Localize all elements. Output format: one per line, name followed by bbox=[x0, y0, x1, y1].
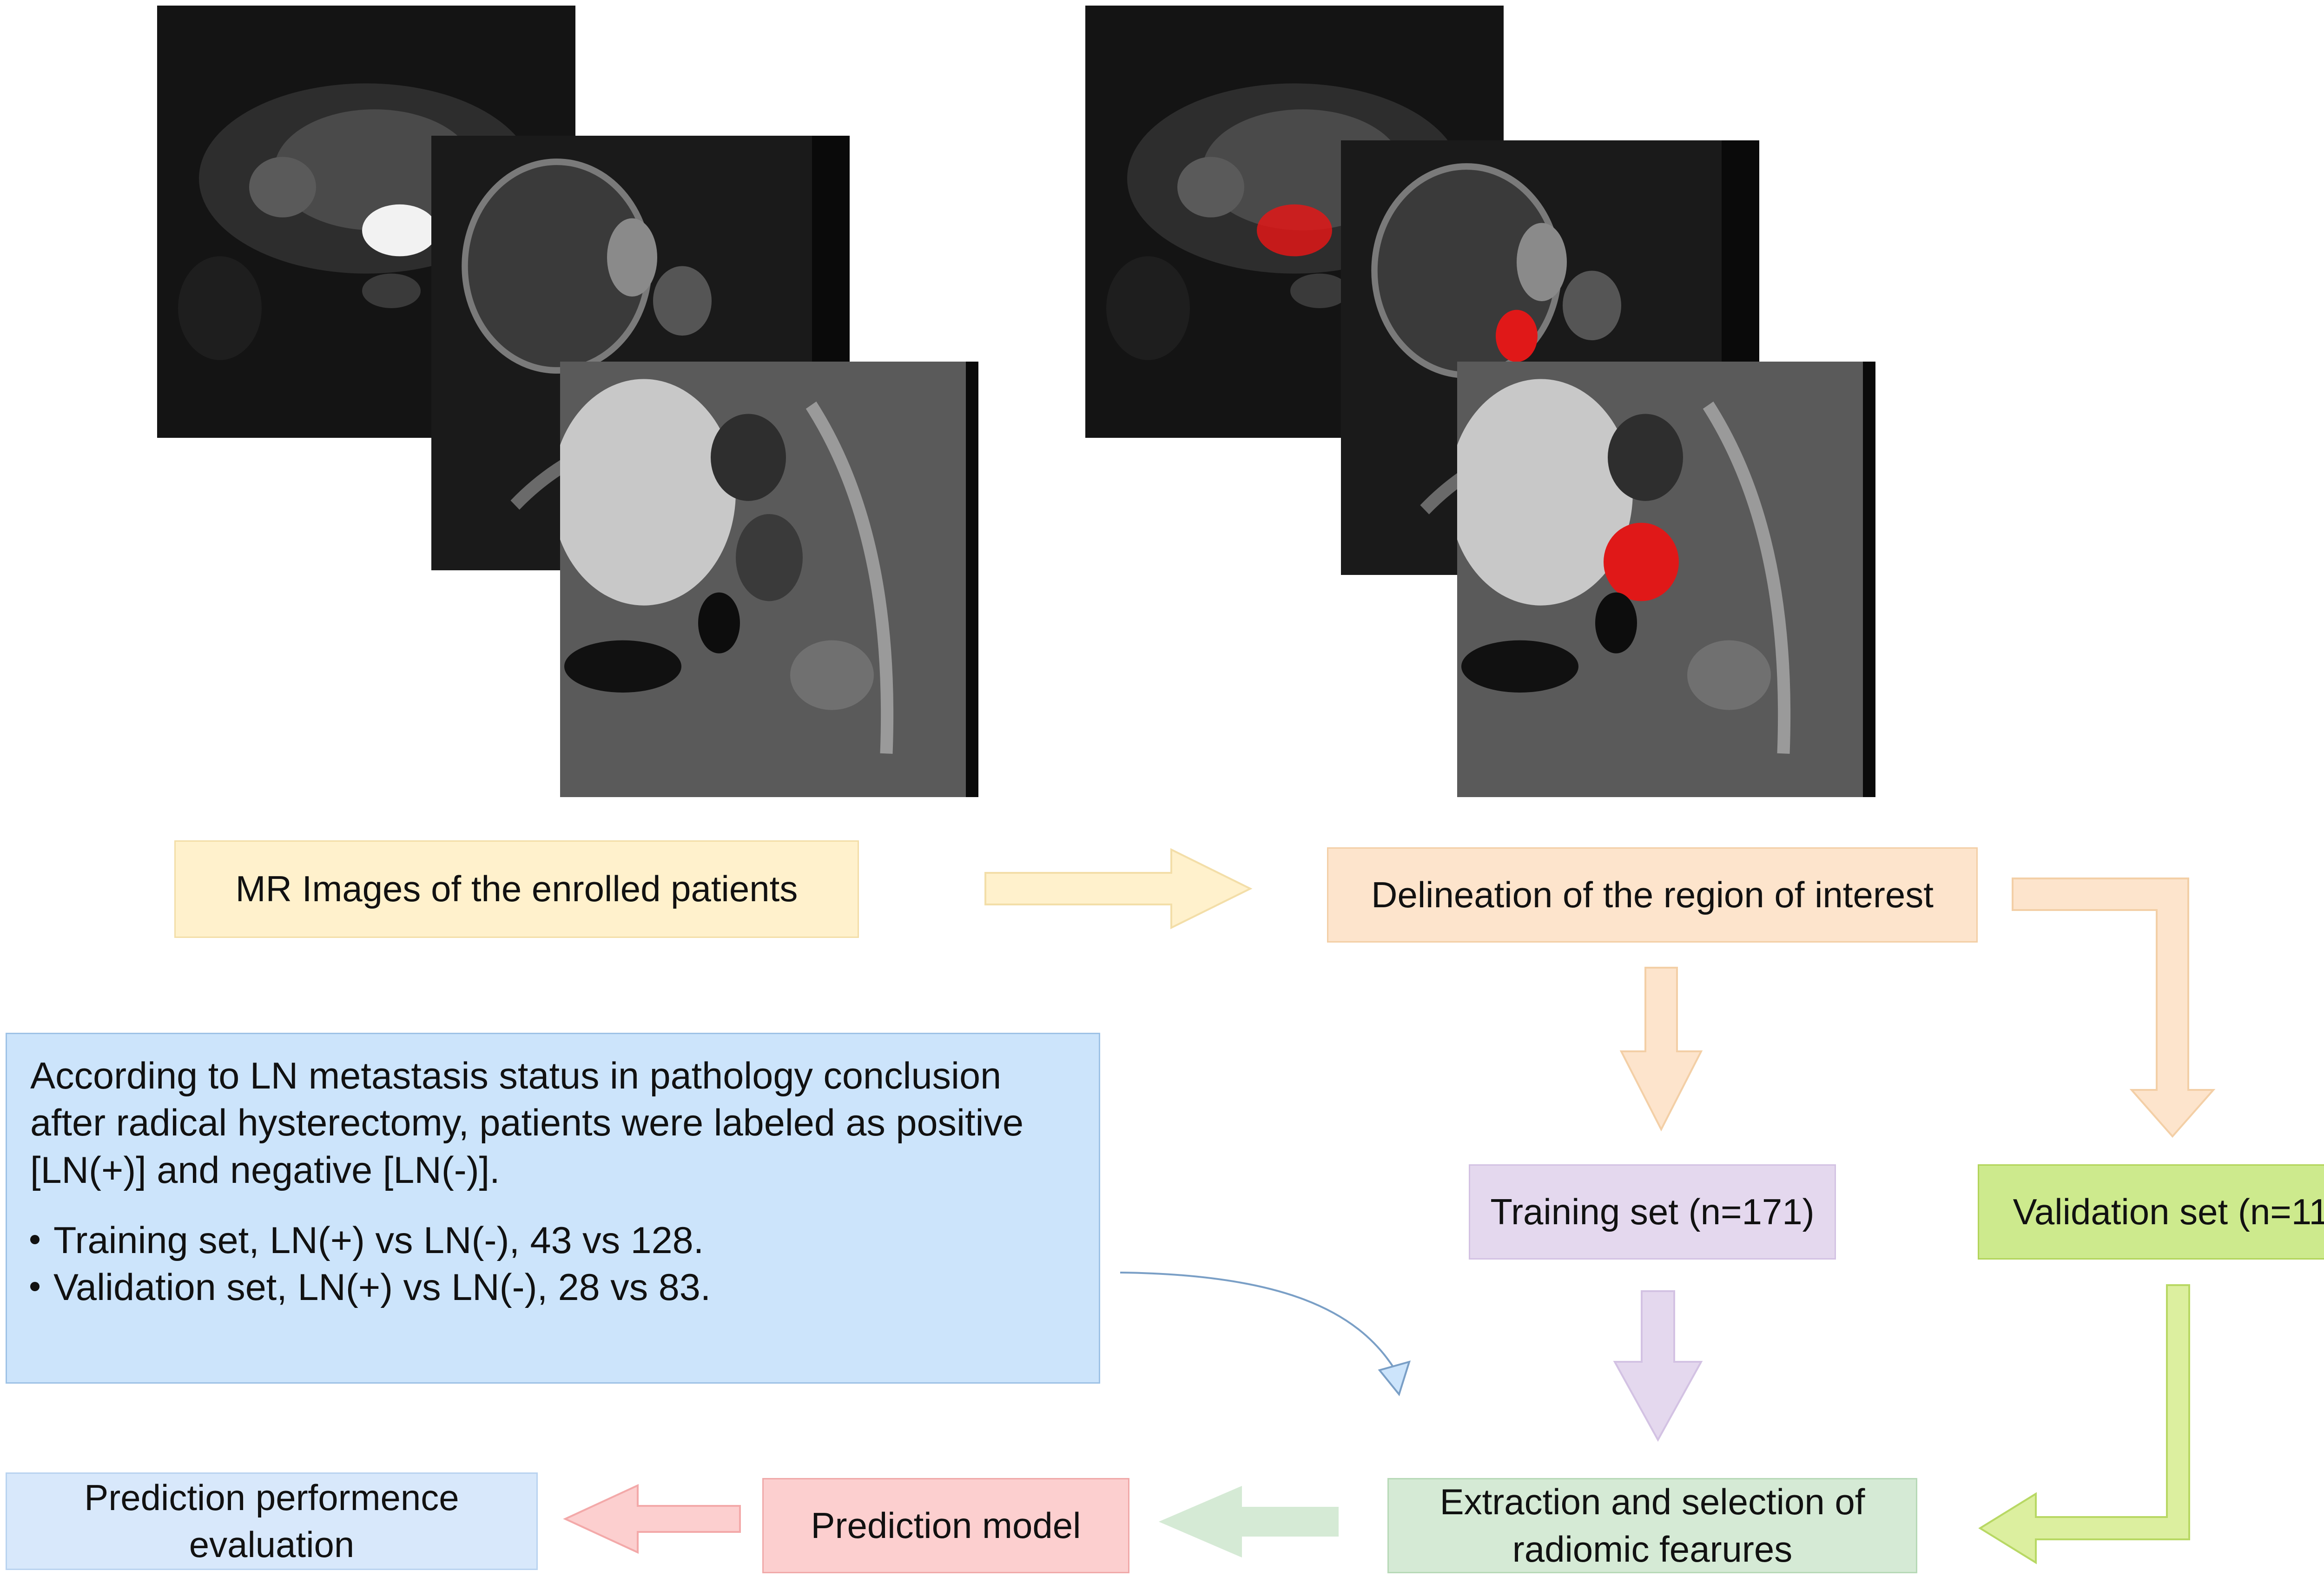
arrow-extraction-to-model bbox=[1158, 1485, 1339, 1558]
mri-t2-image bbox=[560, 362, 978, 797]
arrow-info-to-extraction-head bbox=[1378, 1360, 1411, 1397]
arrow-mr-to-delineation bbox=[984, 848, 1253, 930]
info-bullet-list: Training set, LN(+) vs LN(-), 43 vs 128.… bbox=[30, 1217, 1076, 1312]
prediction-model-label: Prediction model bbox=[811, 1504, 1081, 1546]
bullet-dot-icon bbox=[30, 1234, 40, 1244]
info-box: According to LN metastasis status in pat… bbox=[6, 1033, 1100, 1384]
mri-t2-roi-image bbox=[1457, 362, 1875, 797]
evaluation-label: Prediction performence evaluation bbox=[84, 1477, 459, 1565]
validation-set-label: Validation set (n=111) bbox=[2013, 1191, 2324, 1232]
prediction-model-box: Prediction model bbox=[762, 1478, 1129, 1573]
arrow-training-to-extraction bbox=[1613, 1290, 1703, 1442]
info-bullet-text: Training set, LN(+) vs LN(-), 43 vs 128. bbox=[53, 1219, 704, 1261]
arrow-info-to-extraction bbox=[1120, 1272, 1395, 1370]
mr-images-box: MR Images of the enrolled patients bbox=[174, 840, 859, 938]
validation-set-box: Validation set (n=111) bbox=[1978, 1164, 2324, 1260]
mr-images-label: MR Images of the enrolled patients bbox=[235, 868, 798, 910]
info-bullet-item: Validation set, LN(+) vs LN(-), 28 vs 83… bbox=[30, 1264, 1076, 1311]
info-bullet-text: Validation set, LN(+) vs LN(-), 28 vs 83… bbox=[53, 1267, 711, 1308]
delineation-label: Delineation of the region of interest bbox=[1371, 874, 1934, 915]
info-bullet-item: Training set, LN(+) vs LN(-), 43 vs 128. bbox=[30, 1217, 1076, 1264]
extraction-label: Extraction and selection of radiomic fea… bbox=[1439, 1481, 1865, 1570]
arrow-model-to-evaluation bbox=[563, 1484, 741, 1554]
arrow-delineation-to-validation bbox=[2012, 878, 2216, 1138]
evaluation-box: Prediction performence evaluation bbox=[6, 1472, 538, 1570]
extraction-box: Extraction and selection of radiomic fea… bbox=[1387, 1478, 1917, 1573]
delineation-box: Delineation of the region of interest bbox=[1327, 847, 1978, 943]
training-set-label: Training set (n=171) bbox=[1490, 1191, 1815, 1232]
bullet-dot-icon bbox=[30, 1282, 40, 1291]
arrow-validation-to-extraction bbox=[1978, 1284, 2190, 1564]
training-set-box: Training set (n=171) bbox=[1469, 1164, 1836, 1260]
info-paragraph: According to LN metastasis status in pat… bbox=[30, 1055, 1024, 1191]
arrow-delineation-to-training bbox=[1619, 967, 1703, 1132]
